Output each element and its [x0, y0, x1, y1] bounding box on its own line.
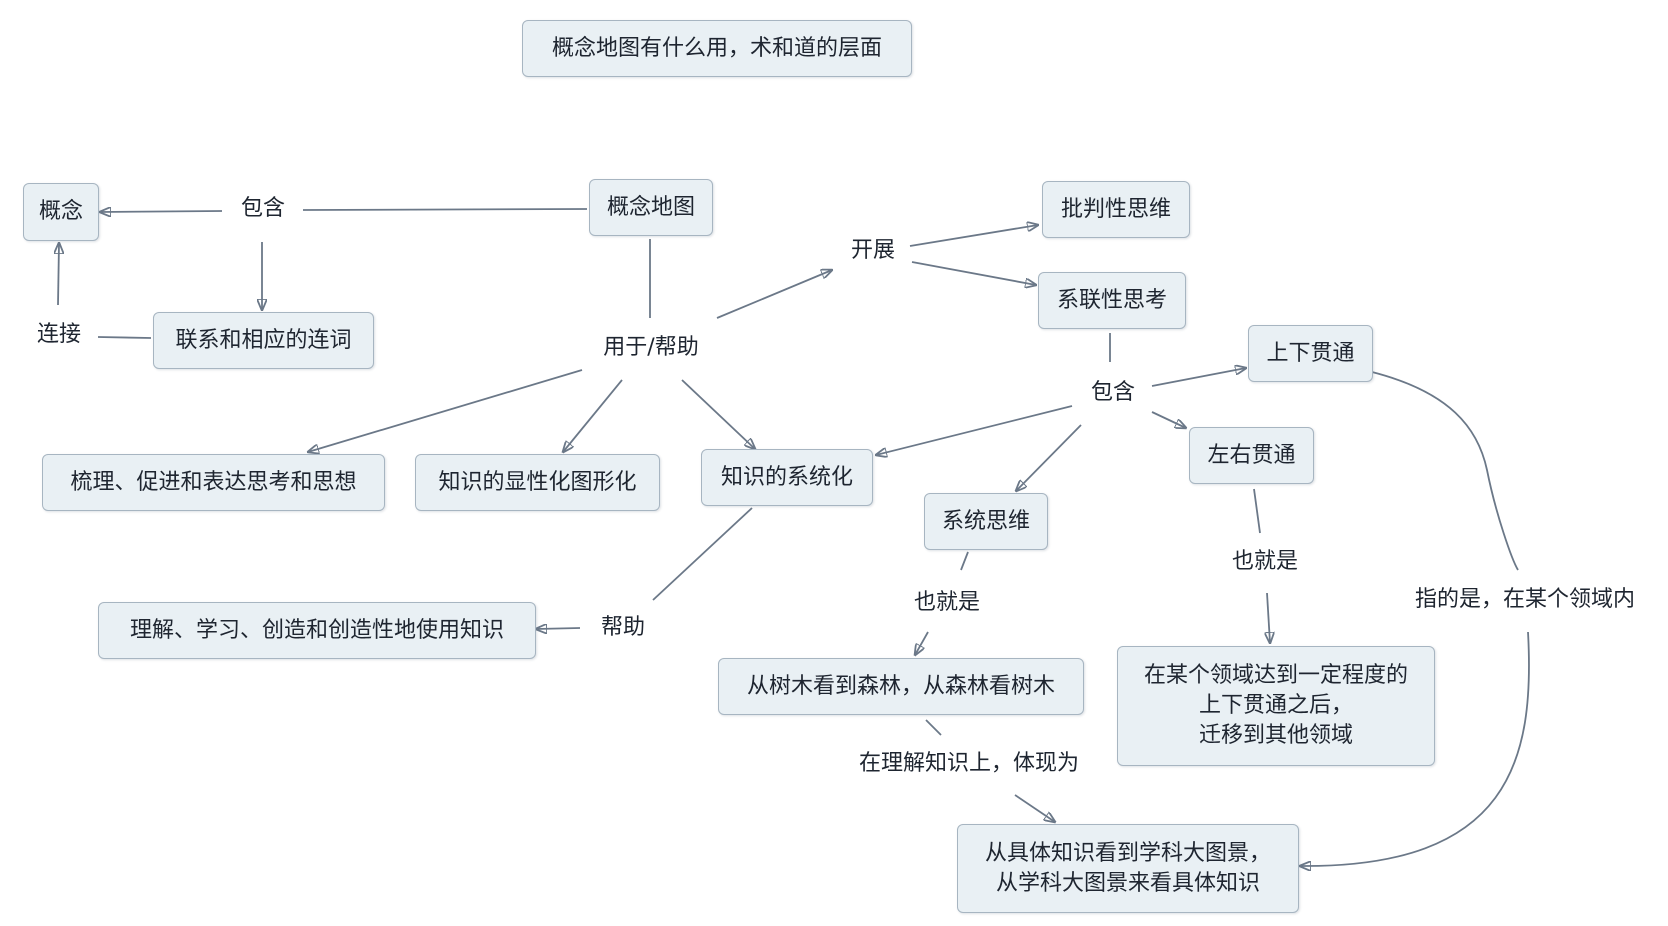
edge-thatis-transfer	[1267, 592, 1270, 643]
edge-refersto-bigpicture	[1300, 631, 1530, 866]
edge-usedfor-visual	[563, 379, 623, 452]
title-node: 概念地图有什么用，术和道的层面	[522, 20, 912, 77]
edge-develop-critical	[909, 225, 1038, 247]
edge-contains-horizontal	[1151, 411, 1186, 428]
link-label-contains-2: 包含	[1088, 378, 1138, 408]
concept-map-node: 概念地图	[589, 179, 713, 236]
edge-contains-concept	[100, 211, 223, 212]
edge-usedfor-develop	[716, 270, 832, 319]
relations-words-node: 联系和相应的连词	[153, 312, 374, 369]
organize-thinking-node: 梳理、促进和表达思考和思想	[42, 454, 385, 511]
knowledge-system-node: 知识的系统化	[701, 449, 873, 506]
understand-use-node: 理解、学习、创造和创造性地使用知识	[98, 602, 536, 659]
link-label-that-is-1: 也就是	[911, 588, 983, 618]
edge-contains-systemsthinking	[1016, 424, 1082, 491]
link-label-connect: 连接	[34, 320, 84, 350]
edge-horizontal-thatis	[1253, 488, 1261, 534]
knowledge-visual-node: 知识的显性化图形化	[415, 454, 660, 511]
edge-system-helps	[652, 507, 753, 601]
link-label-develop: 开展	[848, 236, 898, 266]
link-label-that-is-2: 也就是	[1229, 547, 1301, 577]
edge-develop-connective	[911, 261, 1036, 285]
edge-helps-understand	[536, 628, 581, 629]
link-label-in-understanding: 在理解知识上，体现为	[856, 749, 1082, 779]
edge-contains-knowledgesystem	[876, 405, 1073, 455]
edge-relations-connect	[97, 336, 152, 339]
systems-thinking-node: 系统思维	[924, 493, 1048, 550]
edge-usedfor-organize	[308, 369, 583, 452]
trees-forest-node: 从树木看到森林，从森林看树木	[718, 658, 1084, 715]
critical-thinking-node: 批判性思维	[1042, 181, 1190, 238]
link-label-refers-to: 指的是，在某个领域内	[1412, 585, 1638, 615]
edge-vertical-refersto	[1371, 371, 1519, 571]
link-label-used-for: 用于/帮助	[601, 333, 701, 363]
link-label-helps: 帮助	[598, 613, 648, 643]
link-label-contains: 包含	[238, 194, 288, 224]
edge-conceptmap-contains	[302, 208, 588, 211]
edge-understanding-bigpicture	[1014, 794, 1055, 822]
connective-thinking-node: 系联性思考	[1038, 272, 1186, 329]
concept-node: 概念	[23, 183, 99, 241]
edge-connect-concept	[58, 243, 59, 306]
big-picture-node: 从具体知识看到学科大图景， 从学科大图景来看具体知识	[957, 824, 1299, 913]
horizontal-through-node: 左右贯通	[1189, 427, 1314, 484]
edge-systemsthinking-thatis	[960, 551, 969, 571]
transfer-domains-node: 在某个领域达到一定程度的 上下贯通之后， 迁移到其他领域	[1117, 646, 1435, 766]
edge-thatis-trees	[915, 631, 929, 655]
edge-contains-vertical	[1151, 368, 1246, 387]
vertical-through-node: 上下贯通	[1248, 325, 1373, 382]
edge-trees-understanding	[925, 719, 942, 736]
edge-usedfor-system	[681, 379, 755, 449]
